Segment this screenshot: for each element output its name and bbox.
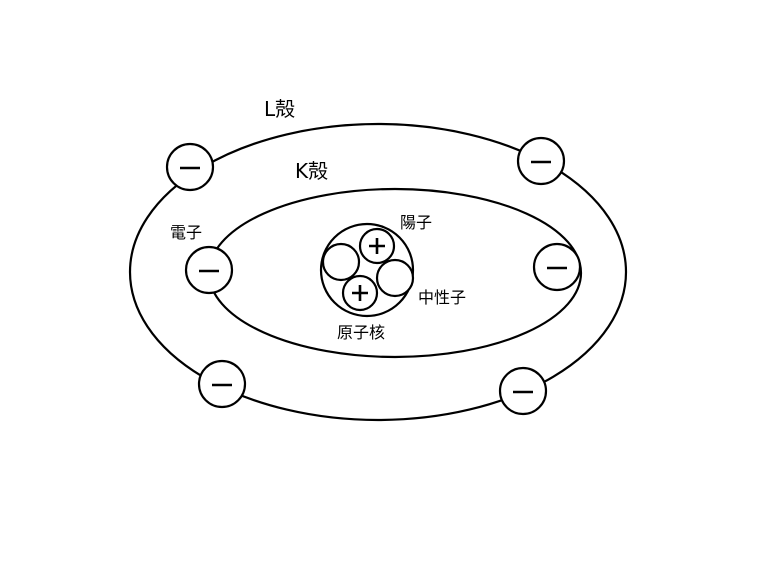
plus-icon — [369, 238, 385, 254]
nucleus-label: 原子核 — [337, 323, 385, 342]
neutron-label: 中性子 — [418, 288, 466, 307]
proton — [341, 274, 379, 312]
electron — [532, 242, 582, 292]
neutron — [375, 258, 415, 298]
l-shell-label: L殻 — [264, 97, 295, 121]
electron — [498, 366, 548, 416]
electron — [165, 142, 215, 192]
plus-icon — [352, 285, 368, 301]
l-shell-orbit — [128, 122, 628, 422]
proton-label: 陽子 — [400, 213, 432, 232]
proton — [358, 227, 396, 265]
electron — [197, 359, 247, 409]
electron-label: 電子 — [170, 223, 202, 242]
k-shell-label: K殻 — [295, 159, 328, 183]
neutron — [321, 242, 361, 282]
electron — [516, 136, 566, 186]
electron — [184, 245, 234, 295]
nucleus — [319, 222, 415, 318]
